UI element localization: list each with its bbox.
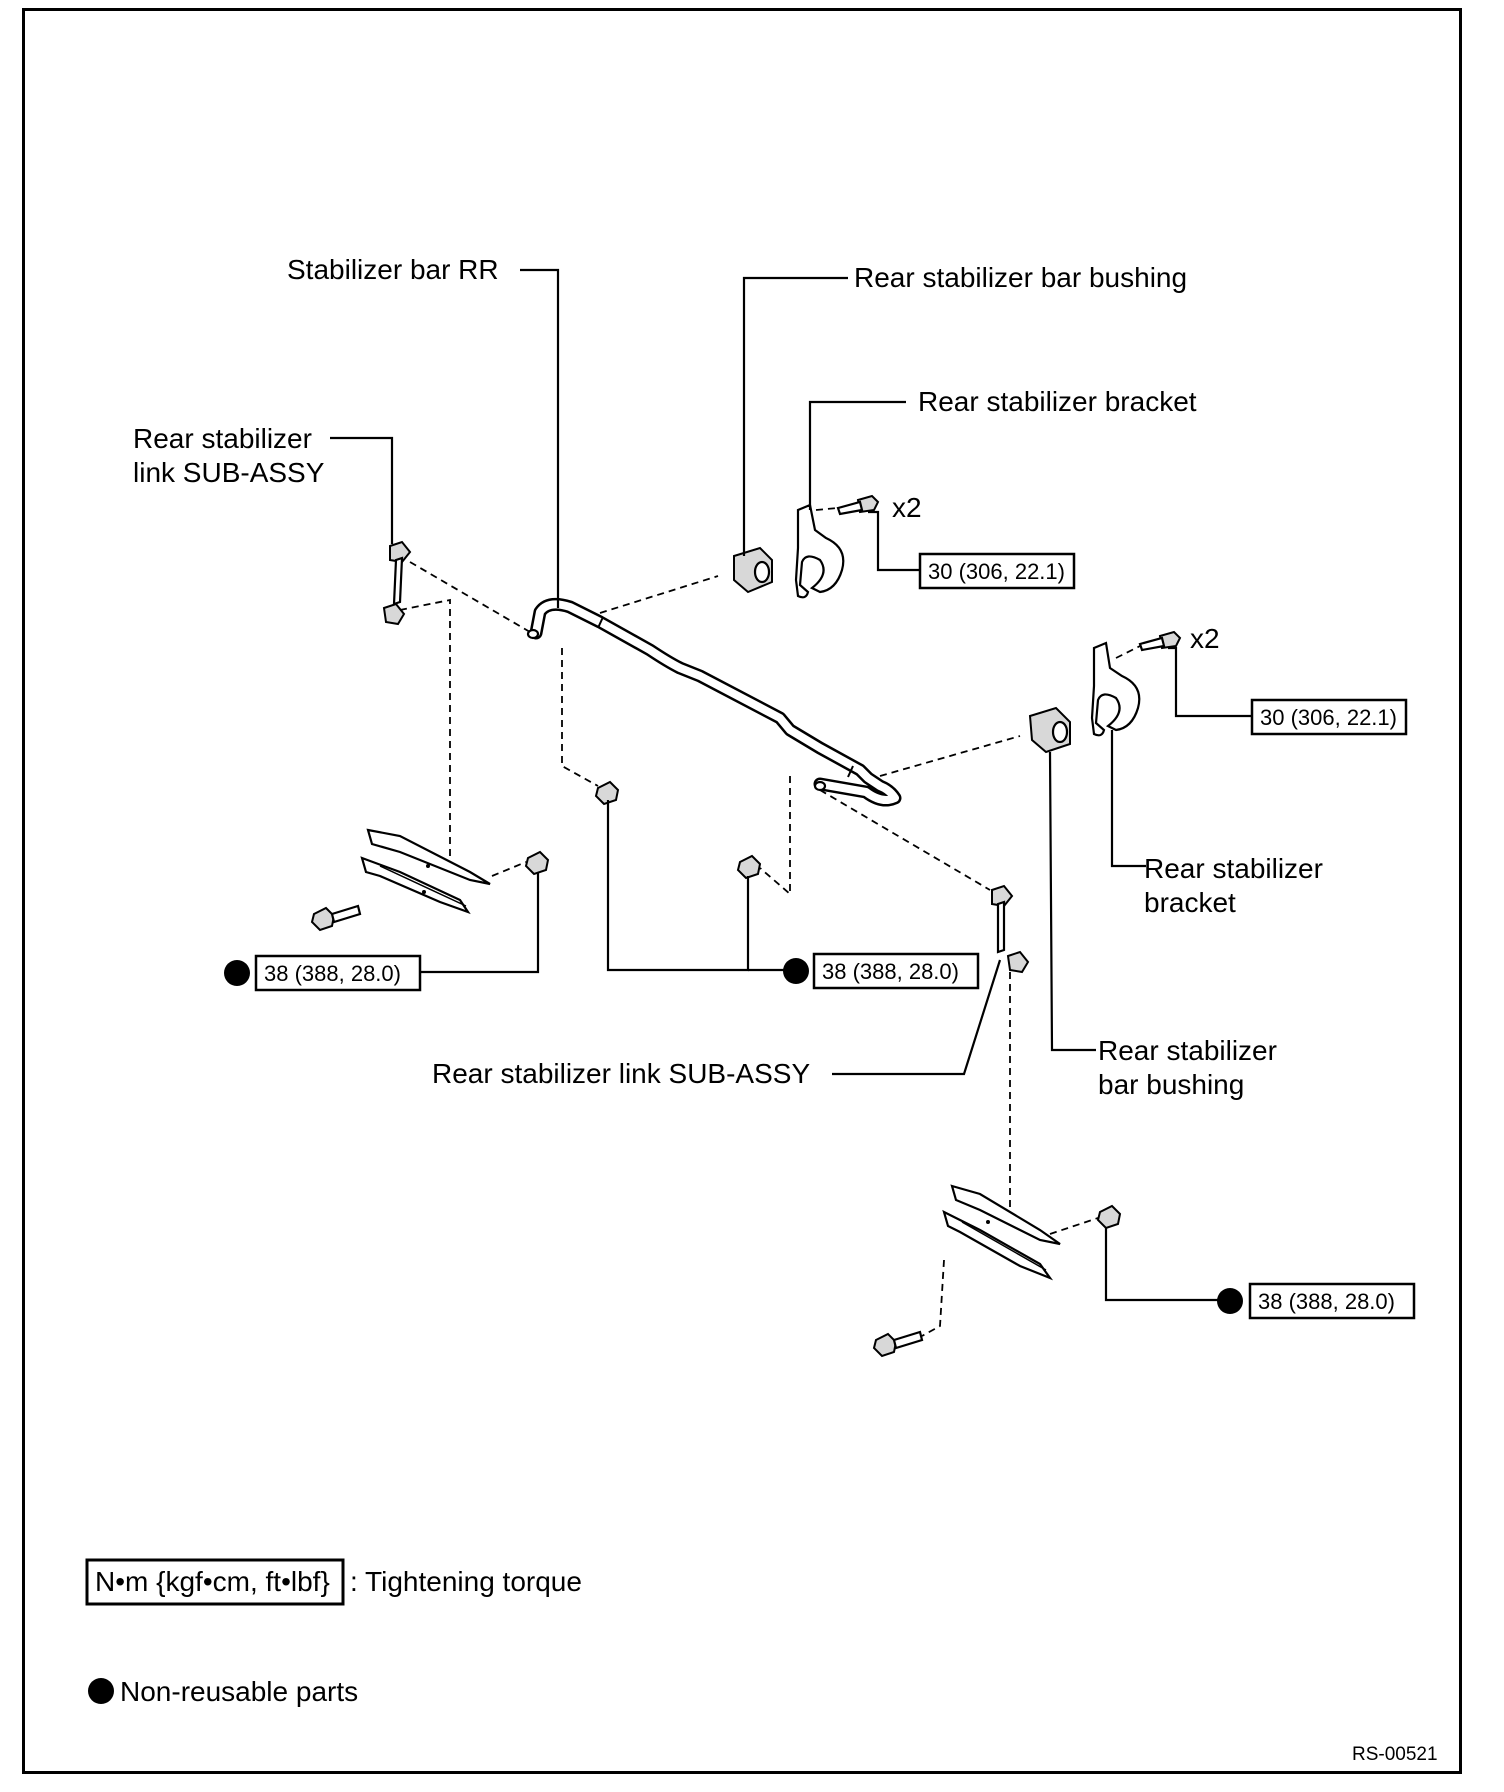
legend-torque-desc: : Tightening torque <box>350 1566 582 1597</box>
lower-arm-left <box>360 828 491 915</box>
bracket-bolt-top <box>836 494 880 516</box>
label-link-bottom: Rear stabilizer link SUB-ASSY <box>432 1058 810 1089</box>
non-reusable-dot <box>224 960 250 986</box>
rear-stabilizer-link-left <box>382 540 412 626</box>
non-reusable-dot <box>1217 1288 1243 1314</box>
rear-stabilizer-link-right <box>991 884 1030 974</box>
label-link-left-line2: link SUB-ASSY <box>133 457 325 488</box>
figure-code: RS-00521 <box>1352 1744 1438 1765</box>
non-reusable-dot <box>783 958 809 984</box>
quantity-bolt-right: x2 <box>1190 623 1220 654</box>
rear-stabilizer-bar-bushing-top <box>733 546 773 594</box>
label-bushing-top: Rear stabilizer bar bushing <box>854 262 1187 293</box>
label-bushing-right-line1: Rear stabilizer <box>1098 1035 1277 1066</box>
lower-arm-bolt-right <box>872 1330 924 1358</box>
label-bracket-right-line2: bracket <box>1144 887 1236 918</box>
torque-value-link-left-lower: 38 (388, 28.0) <box>264 961 401 986</box>
lower-arm-right <box>942 1184 1061 1281</box>
label-link-left-line1: Rear stabilizer <box>133 423 312 454</box>
bracket-bolt-right <box>1138 630 1182 652</box>
lower-arm-nut-left <box>524 850 550 876</box>
non-reusable-dot <box>88 1678 114 1704</box>
torque-box-bracket-top: 30 (306, 22.1) <box>918 552 1076 590</box>
lower-arm-bolt-left <box>310 904 362 932</box>
torque-value-bracket-right: 30 (306, 22.1) <box>1260 705 1397 730</box>
rear-stabilizer-bracket-top <box>794 503 845 599</box>
lower-arm-nut-right <box>1096 1204 1122 1230</box>
diagram-frame <box>22 8 1462 1774</box>
stabilizer-bar <box>526 597 902 807</box>
link-nut-center-right <box>736 854 762 880</box>
label-bushing-right-line2: bar bushing <box>1098 1069 1244 1100</box>
label-bracket-top: Rear stabilizer bracket <box>918 386 1197 417</box>
legend-nonreusable: Non-reusable parts <box>88 1676 358 1707</box>
leader-lines <box>330 268 1252 1302</box>
link-nut-center-left <box>594 780 620 806</box>
legend-nonreusable-text: Non-reusable parts <box>120 1676 358 1707</box>
quantity-bolt-top: x2 <box>892 492 922 523</box>
legend-torque: N•m {kgf•cm, ft•lbf} : Tightening torque <box>85 1558 582 1606</box>
torque-box-bracket-right: 30 (306, 22.1) <box>1250 698 1408 736</box>
legend-torque-unit: N•m {kgf•cm, ft•lbf} <box>95 1566 330 1597</box>
label-bracket-right-line1: Rear stabilizer <box>1144 853 1323 884</box>
assembly-lines <box>399 507 1141 1337</box>
torque-value-link-center: 38 (388, 28.0) <box>822 959 959 984</box>
torque-box-link-center: 38 (388, 28.0) <box>783 952 980 990</box>
torque-box-link-bottom-lower: 38 (388, 28.0) <box>1217 1282 1416 1320</box>
torque-value-bracket-top: 30 (306, 22.1) <box>928 559 1065 584</box>
label-stabilizer-bar: Stabilizer bar RR <box>287 254 499 285</box>
rear-stabilizer-bracket-right <box>1090 641 1141 737</box>
torque-box-link-left-lower: 38 (388, 28.0) <box>224 954 422 992</box>
torque-value-link-bottom-lower: 38 (388, 28.0) <box>1258 1289 1395 1314</box>
rear-stabilizer-bar-bushing-right <box>1028 706 1071 754</box>
